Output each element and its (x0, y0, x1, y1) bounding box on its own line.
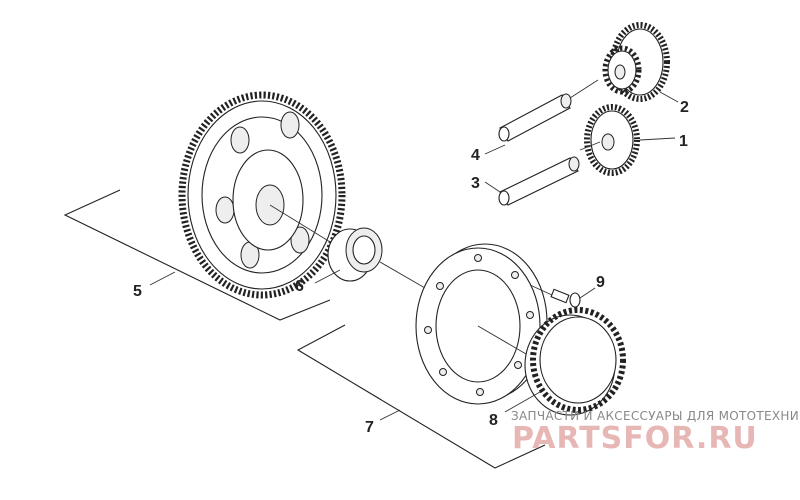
callout-8: 8 (489, 412, 498, 429)
upper-shaft (484, 79, 599, 155)
compound-idler-gear (602, 22, 679, 103)
small-reduction-gear (579, 104, 676, 176)
callout-7: 7 (365, 419, 374, 436)
callout-3: 3 (471, 175, 480, 192)
callout-4: 4 (471, 147, 480, 164)
callout-1: 1 (679, 133, 688, 150)
starter-clutch-housing (415, 243, 548, 405)
callout-9: 9 (596, 274, 605, 291)
lower-shaft (484, 156, 580, 206)
bolt (529, 284, 596, 308)
bracket-group-5 (63, 189, 331, 321)
watermark-logo: PARTSFOR.RU (512, 421, 758, 456)
callout-6: 6 (295, 278, 304, 295)
watermark-tagline: ЗАПЧАСТИ И АКСЕССУАРЫ ДЛЯ МОТОТЕХНИКИ (511, 409, 800, 423)
needle-bearing (314, 227, 426, 289)
bracket-group-7 (296, 324, 546, 469)
one-way-clutch (504, 307, 626, 416)
large-driven-gear (178, 91, 346, 299)
callout-2: 2 (680, 99, 689, 116)
callout-5: 5 (133, 283, 142, 300)
